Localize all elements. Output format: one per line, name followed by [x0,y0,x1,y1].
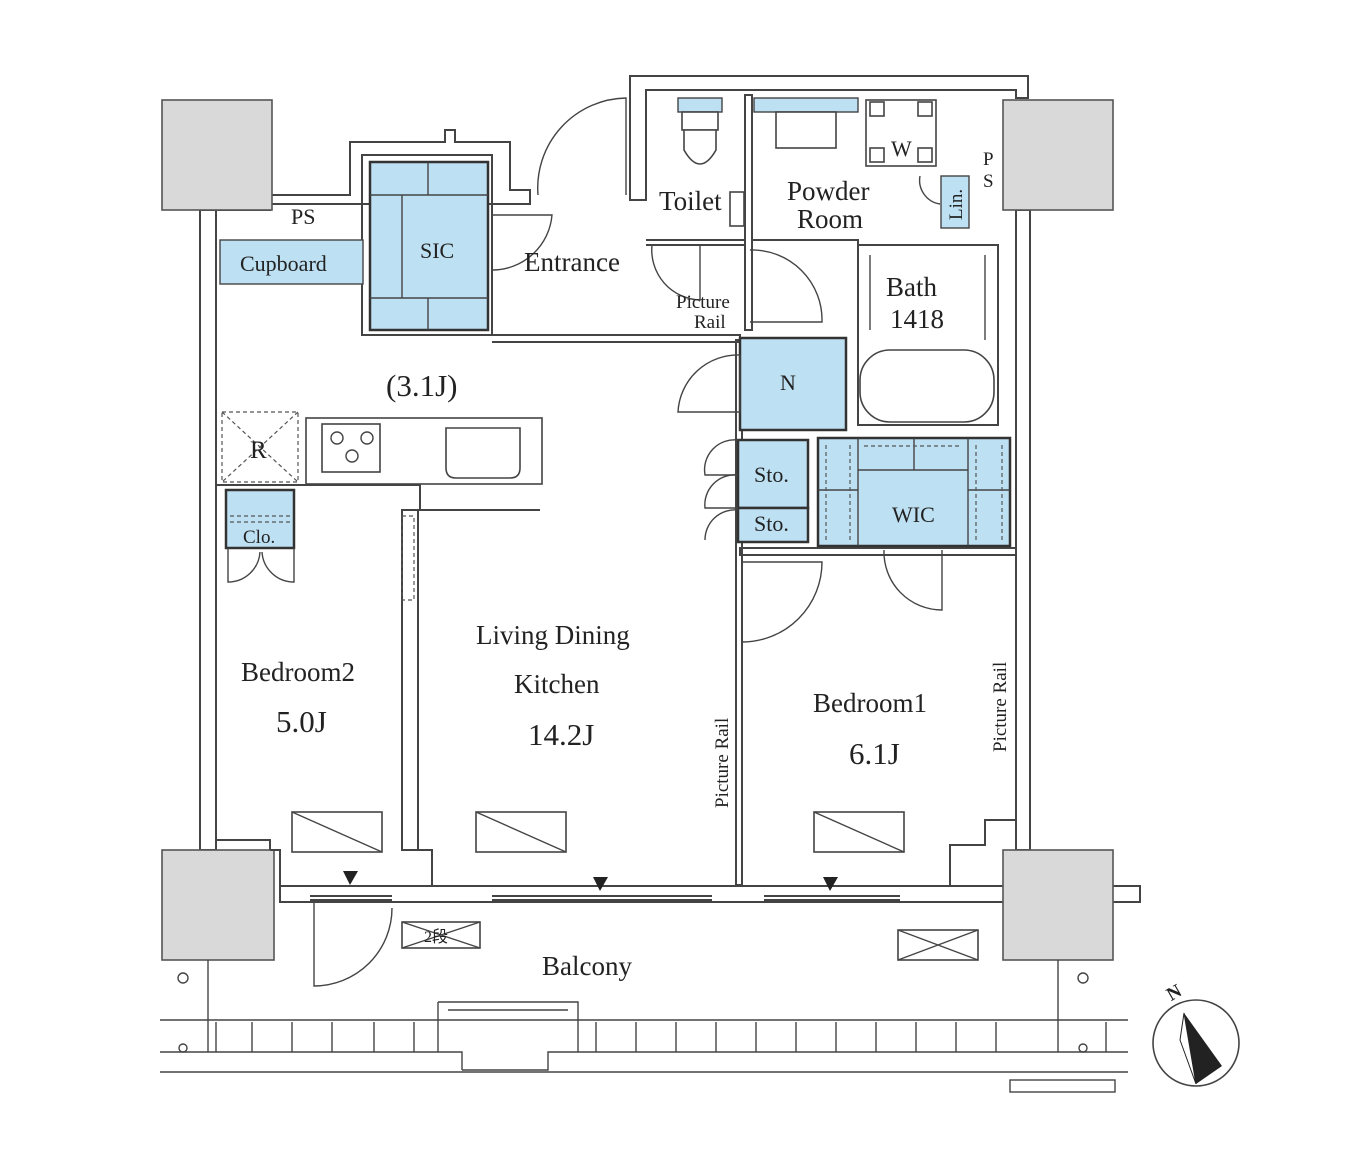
ps-right-label-s: S [983,171,994,192]
linen-label: Lin. [946,189,967,220]
balcony-railing [160,960,1128,1073]
pantry-room [738,336,848,432]
kitchen-counter [305,417,543,485]
wic-label: WIC [892,502,935,527]
door-swings [227,97,943,987]
kitchen-area-label: (3.1J) [386,368,457,403]
bedroom2-size-label: 5.0J [276,704,327,739]
north-compass: N [1152,980,1240,1087]
windows [310,871,900,901]
structural-columns [161,99,1114,961]
ps-right-label-p: P [983,149,994,170]
ldk-size-label: 14.2J [528,717,594,752]
toilet-shelf [677,97,723,113]
closet-label: Clo. [243,527,275,548]
bedroom2-label: Bedroom2 [241,657,355,687]
refrigerator-label: R [250,437,267,464]
storage-units [736,438,810,544]
cupboard-label: Cupboard [240,251,327,276]
wic-room [816,436,1012,548]
sic-room [368,160,490,332]
washbasin [775,111,837,149]
pantry-label: N [780,370,796,395]
powder-room-label-1: Powder [787,176,870,206]
ldk-label-1: Living Dining [476,620,630,650]
balcony-step [401,921,481,949]
bedroom1-size-label: 6.1J [849,736,900,771]
washing-machine [865,99,937,167]
toilet-label: Toilet [659,186,722,216]
storage-upper-label: Sto. [754,462,789,487]
balcony-label: Balcony [542,951,632,981]
bedroom1-label: Bedroom1 [813,688,927,718]
refrigerator-space [221,411,299,483]
sic-label: SIC [420,238,454,263]
sliding-door-bedroom2 [401,515,415,601]
room-labels: PS Cupboard SIC Entrance Toilet Powder R… [240,136,1011,981]
storage-lower-label: Sto. [754,511,789,536]
picture-rail-ldk: Picture Rail [712,718,733,808]
outer-walls [199,75,1141,1093]
cupboard [219,239,364,285]
ps-left-label: PS [291,204,315,229]
picture-rail-bedroom1: Picture Rail [990,662,1011,752]
picture-rail-entrance-2: Rail [694,312,726,333]
air-conditioner-units [291,811,979,961]
toilet-fixture [681,111,745,227]
bath-size-label: 1418 [890,304,944,334]
closet [224,488,296,550]
bathtub [859,255,995,423]
entrance-label: Entrance [524,247,620,277]
ldk-label-2: Kitchen [514,669,600,699]
washer-label: W [891,136,912,161]
step-label: 2段 [424,928,448,946]
bath-label: Bath [886,272,937,302]
powder-shelf [753,97,859,113]
linen-closet [940,175,970,229]
picture-rail-entrance-1: Picture [676,292,730,313]
powder-room-label-2: Room [797,204,863,234]
